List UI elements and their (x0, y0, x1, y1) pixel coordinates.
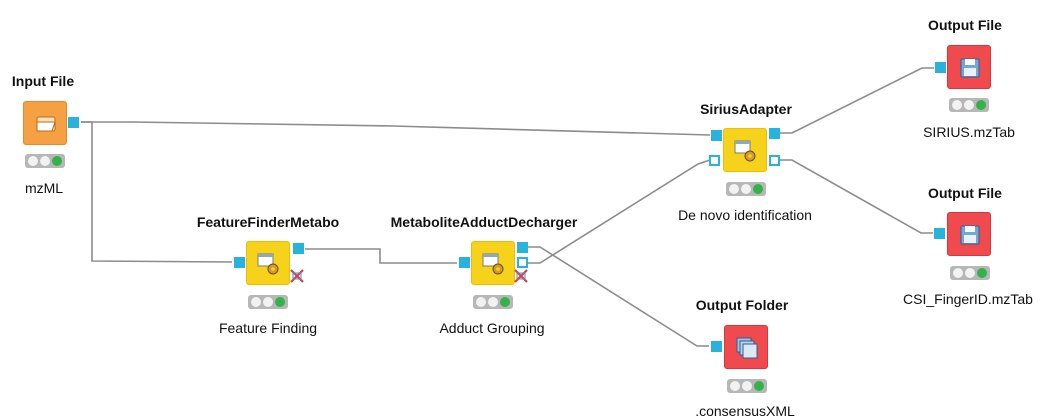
node-title: FeatureFinderMetabo (196, 214, 340, 230)
status-light (473, 295, 513, 309)
gear-window-icon (734, 140, 756, 162)
node-caption: CSI_FingerID.mzTab (903, 291, 1033, 307)
node-title: Input File (11, 73, 75, 89)
folder-stack-icon (736, 337, 758, 359)
edge-input-to-featurefinder (81, 121, 233, 263)
output-port[interactable] (293, 243, 304, 254)
output-port[interactable] (769, 128, 780, 139)
cancel-x-icon (514, 269, 528, 283)
output-port[interactable] (517, 242, 528, 253)
status-light (950, 266, 990, 280)
node-title: Output Folder (695, 297, 789, 313)
node-box[interactable] (471, 241, 515, 285)
input-port[interactable] (711, 341, 722, 352)
status-light (726, 182, 766, 196)
node-title: SiriusAdapter (700, 101, 792, 117)
node-box[interactable] (23, 101, 67, 145)
node-box[interactable] (947, 212, 991, 256)
input-port[interactable] (459, 257, 470, 268)
edge-input-to-sirius (81, 121, 711, 136)
node-caption: mzML (24, 180, 64, 196)
node-box[interactable] (947, 45, 991, 89)
node-title: MetaboliteAdductDecharger (390, 214, 578, 230)
status-light (248, 295, 288, 309)
status-light (25, 154, 65, 168)
gear-window-icon (257, 253, 279, 275)
node-caption: .consensusXML (695, 403, 795, 419)
input-port-optional[interactable] (709, 155, 720, 166)
edge-sirius-to-output1 (780, 67, 934, 134)
input-port[interactable] (934, 228, 945, 239)
input-port[interactable] (711, 130, 722, 141)
input-port[interactable] (935, 62, 946, 73)
output-port-optional[interactable] (769, 155, 780, 166)
edge-decharger-to-sirius (528, 159, 711, 264)
node-box[interactable] (246, 241, 290, 285)
output-port-optional[interactable] (517, 257, 528, 268)
output-port[interactable] (68, 117, 79, 128)
node-title: Output File (928, 17, 1002, 33)
gear-window-icon (482, 253, 504, 275)
edge-featurefinder-to-decharger (305, 248, 457, 264)
node-caption: Feature Finding (218, 320, 318, 336)
status-light (949, 98, 989, 112)
status-light (727, 379, 767, 393)
folder-open-icon (36, 116, 56, 132)
node-box[interactable] (724, 325, 768, 369)
node-caption: SIRIUS.mzTab (923, 124, 1015, 140)
node-title: Output File (928, 185, 1002, 201)
input-port[interactable] (234, 257, 245, 268)
floppy-disk-icon (960, 58, 980, 78)
edge-sirius-to-output2 (780, 159, 933, 234)
node-box[interactable] (723, 128, 767, 172)
node-caption: De novo identification (678, 207, 812, 223)
floppy-disk-icon (960, 225, 980, 245)
node-caption: Adduct Grouping (439, 320, 545, 336)
cancel-x-icon (290, 269, 304, 283)
edge-decharger-to-folder (528, 246, 709, 347)
